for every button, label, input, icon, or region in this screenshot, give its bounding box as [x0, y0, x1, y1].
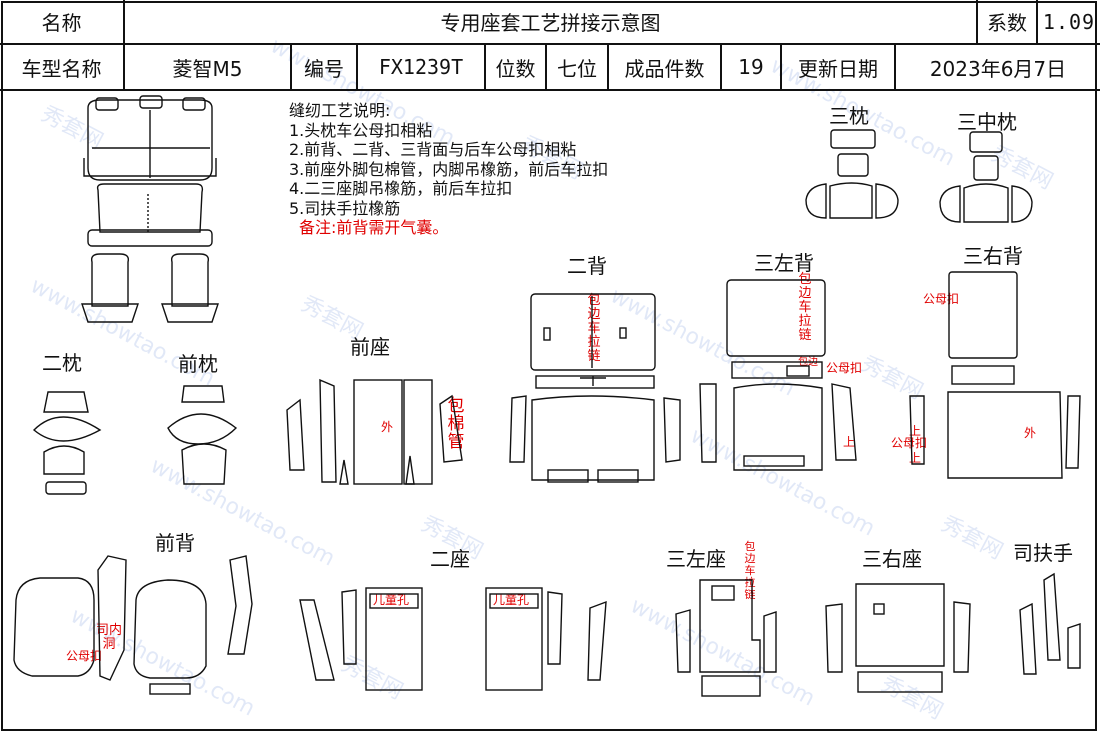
- header-row-2: 车型名称 菱智M5 编号 FX1239T 位数 七位 成品件数 19 更新日期 …: [0, 45, 1100, 91]
- seat-overview-diagram: [81, 95, 219, 323]
- annotation-gong-mu-kou-4: 公母扣: [66, 649, 103, 663]
- pattern-er-zuo: [299, 587, 607, 691]
- pieces-value: 19: [722, 45, 782, 89]
- notes-remark: 备注:前背需开气囊。: [299, 218, 449, 237]
- label-san-zuo-bei: 三左背: [754, 251, 814, 275]
- note-4: 4.二三座脚吊橡筋，前后车拉扣: [289, 179, 513, 198]
- note-3: 3.前座外脚包棉管，内脚吊橡筋，前后车拉扣: [289, 159, 609, 179]
- code-label: 编号: [292, 45, 358, 89]
- annotation-er-tong-kong-2: 儿童孔: [493, 593, 530, 607]
- model-value: 菱智M5: [125, 45, 292, 89]
- annotation-er-tong-kong-1: 儿童孔: [373, 593, 410, 607]
- coef-value: 1.09: [1042, 9, 1096, 34]
- annotation-sanzuobei-zipper: 包边车拉链: [798, 272, 812, 343]
- annotation-shang-3: 上: [843, 435, 856, 449]
- label-er-zhen: 二枕: [42, 351, 82, 375]
- annotation-wai-front: 外: [381, 420, 394, 434]
- pattern-er-zhen: [32, 391, 102, 495]
- pattern-qian-zuo: [286, 378, 463, 485]
- seats-value: 七位: [547, 45, 609, 89]
- pattern-er-bei: [509, 293, 681, 483]
- label-qian-zuo: 前座: [350, 335, 390, 359]
- sewing-notes: 缝纫工艺说明: 1.头枕车公母扣相粘 2.前背、二背、三背面与后车公母扣相粘 3…: [289, 101, 608, 238]
- pattern-si-fu-shou: [1019, 572, 1081, 675]
- pattern-san-zuo-bei: [699, 279, 857, 471]
- note-5: 5.司扶手拉橡筋: [289, 198, 401, 218]
- label-san-zhen: 三枕: [829, 104, 869, 128]
- label-si-fu-shou: 司扶手: [1013, 541, 1073, 565]
- annotation-gong-mu-kou-3: 公母扣: [891, 436, 928, 450]
- annotation-shang-1: 上: [909, 424, 922, 438]
- pieces-label: 成品件数: [609, 45, 722, 89]
- label-san-zhong-zhen: 三中枕: [957, 110, 1017, 134]
- annotation-erbei-zipper: 包边车拉链: [587, 293, 601, 364]
- annotation-si-nei-dong: 司内洞: [95, 623, 122, 652]
- pattern-qian-zhen: [167, 385, 238, 485]
- header-row-1: 名称 专用座套工艺拼接示意图 系数 1.09: [0, 0, 1100, 45]
- pattern-san-zhong-zhen: [939, 131, 1033, 223]
- name-label: 名称: [0, 0, 125, 43]
- coef-label: 系数: [978, 0, 1038, 43]
- note-2: 2.前背、二背、三背面与后车公母扣相粘: [289, 140, 577, 159]
- date-value: 2023年6月7日: [929, 56, 1067, 81]
- code-value: FX1239T: [358, 45, 486, 89]
- label-san-you-zuo: 三右座: [862, 547, 922, 571]
- label-er-bei: 二背: [567, 254, 607, 278]
- label-er-zuo: 二座: [430, 547, 470, 571]
- seats-label: 位数: [486, 45, 547, 89]
- label-qian-zhen: 前枕: [178, 352, 218, 376]
- pattern-san-zuo-zuo: [675, 579, 777, 697]
- pattern-san-you-bei: [909, 271, 1081, 479]
- model-label: 车型名称: [0, 45, 125, 89]
- date-label: 更新日期: [782, 45, 896, 89]
- pattern-san-zhen: [805, 129, 899, 219]
- annotation-gong-mu-kou-2: 公母扣: [923, 292, 960, 306]
- label-san-zuo-zuo: 三左座: [666, 547, 726, 571]
- annotation-gong-mu-kou-1: 公母扣: [826, 361, 863, 375]
- note-1: 1.头枕车公母扣相粘: [289, 120, 433, 140]
- drawing-title: 专用座套工艺拼接示意图: [125, 0, 978, 43]
- annotation-wai-sanyoubei: 外: [1024, 426, 1037, 440]
- label-qian-bei: 前背: [155, 531, 195, 555]
- notes-heading: 缝纫工艺说明:: [289, 101, 391, 120]
- pattern-qian-bei: [13, 555, 253, 695]
- label-san-you-bei: 三右背: [963, 244, 1023, 268]
- pattern-san-you-zuo: [825, 583, 971, 693]
- annotation-sanzuozuo-zipper: 包边车拉链: [744, 540, 756, 601]
